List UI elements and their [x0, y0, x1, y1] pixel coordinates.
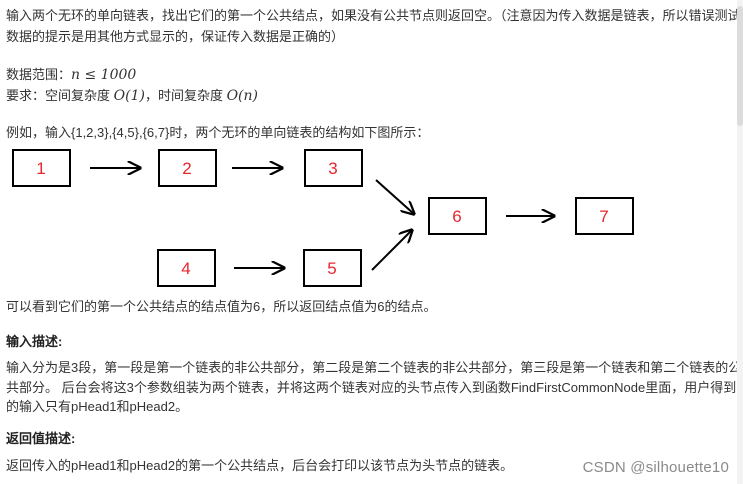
conclusion-text: 可以看到它们的第一个公共结点的结点值为6，所以返回结点值为6的结点。 [6, 299, 437, 314]
node-1: 1 [12, 149, 71, 187]
arrow-3-6 [375, 179, 414, 214]
node-1-label: 1 [36, 159, 45, 178]
input-description-heading: 输入描述: [6, 334, 63, 349]
return-description-heading: 返回值描述: [6, 431, 76, 446]
node-2: 2 [158, 149, 217, 187]
requirement-middle: ，时间复杂度 [144, 88, 227, 103]
data-range-label: 数据范围： [6, 67, 72, 82]
arrow-5-6 [371, 230, 412, 271]
intro-line-1: 输入两个无环的单向链表，找出它们的第一个公共结点，如果没有公共节点则返回空。（注… [6, 8, 741, 23]
node-7: 7 [575, 197, 634, 235]
requirement-label: 要求：空间复杂度 [6, 88, 114, 103]
scrollbar-thumb[interactable] [737, 6, 743, 126]
csdn-watermark: CSDN @silhouette10 [582, 459, 729, 476]
data-range-math: n ≤ 1000 [71, 67, 137, 83]
return-description-line-1: 返回传入的pHead1和pHead2的第一个公共结点，后台会打印以该节点为头节点… [6, 458, 514, 473]
node-2-label: 2 [182, 159, 191, 178]
input-description-line-3: 的输入只有pHead1和pHead2。 [6, 399, 189, 414]
node-7-label: 7 [599, 207, 608, 226]
data-range: 数据范围：n ≤ 1000 [6, 67, 136, 83]
time-complexity: O(n) [226, 88, 258, 104]
node-5: 5 [303, 249, 362, 287]
complexity-requirement: 要求：空间复杂度 O(1)，时间复杂度 O(n) [6, 88, 258, 104]
space-complexity: O(1) [113, 88, 145, 104]
linked-list-diagram: 1 2 3 4 5 6 7 [12, 149, 634, 287]
example-text: 例如，输入{1,2,3},{4,5},{6,7}时，两个无环的单向链表的结构如下… [6, 125, 430, 140]
input-description-line-1: 输入分为是3段，第一段是第一个链表的非公共部分，第二段是第二个链表的非公共部分，… [6, 360, 742, 375]
node-3: 3 [304, 149, 363, 187]
node-4: 4 [157, 249, 216, 287]
node-5-label: 5 [327, 259, 336, 278]
vertical-scrollbar[interactable] [737, 0, 743, 484]
node-4-label: 4 [181, 259, 190, 278]
input-description-line-2: 共部分。 后台会将这3个参数组装为两个链表，并将这两个链表对应的头节点传入到函数… [6, 380, 737, 395]
node-6-label: 6 [452, 207, 461, 226]
node-6: 6 [428, 197, 487, 235]
node-3-label: 3 [328, 159, 337, 178]
intro-line-2: 数据的提示是用其他方式显示的，保证传入数据是正确的） [6, 29, 345, 44]
